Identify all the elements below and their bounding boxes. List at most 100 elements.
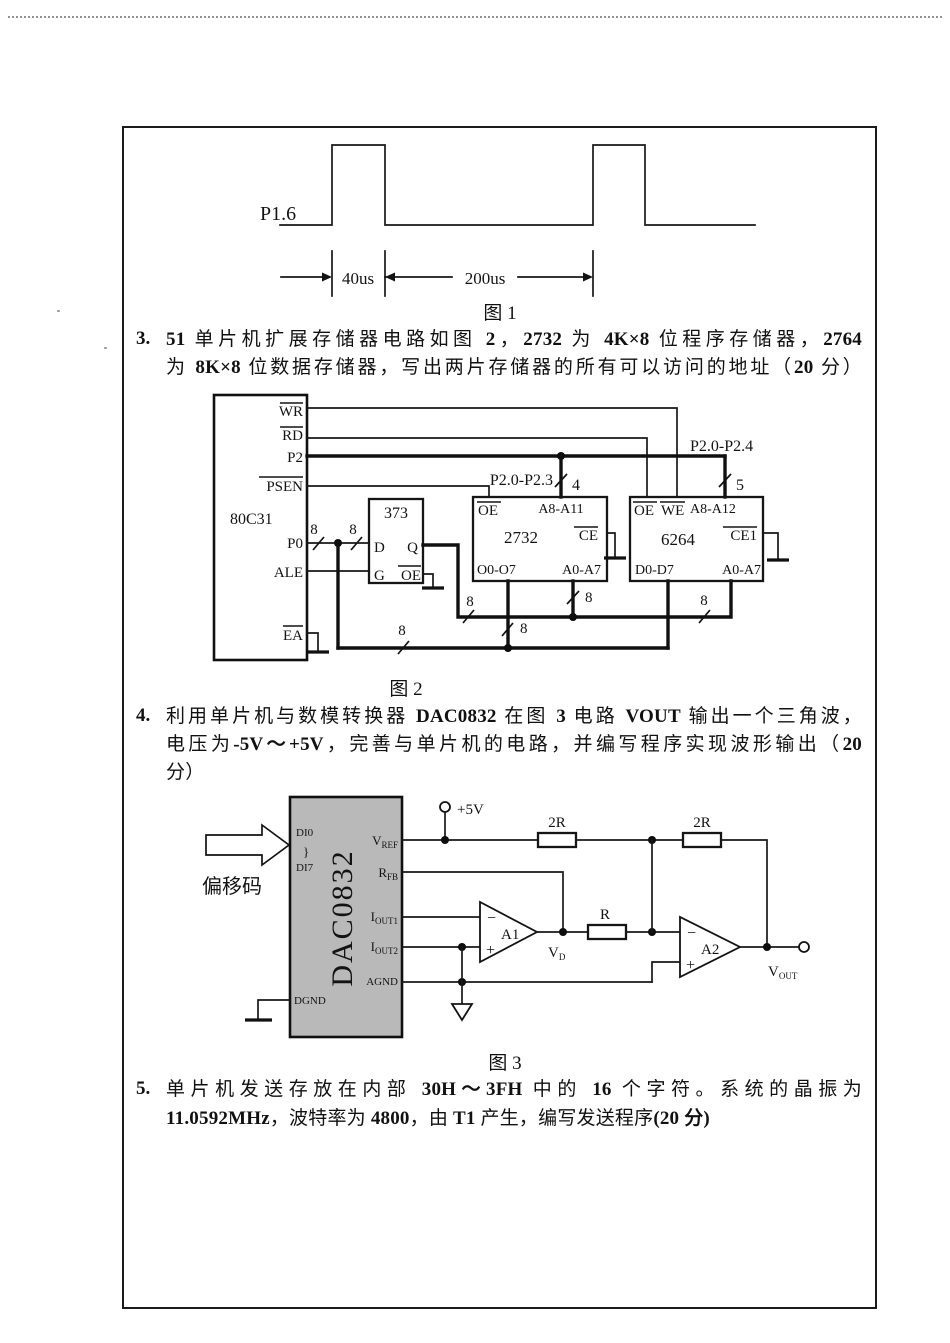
svg-text:OE: OE — [478, 503, 498, 519]
question-5-number: 5. — [136, 1078, 151, 1099]
dimension-arrows — [280, 272, 593, 282]
pulse-width-label: 40us — [342, 269, 374, 288]
svg-text:ALE: ALE — [274, 565, 303, 581]
data-input-arrow — [205, 823, 291, 867]
eprom-ce-ground — [604, 532, 626, 560]
question-4-line-3: 分） — [166, 762, 205, 783]
vref-2r-network — [401, 831, 768, 948]
waveform — [279, 144, 756, 226]
resistor-r — [586, 923, 628, 941]
latch-oe-ground — [422, 573, 444, 590]
dgnd-ground — [245, 999, 291, 1022]
latch-pin-labels: 373 D Q G OE — [374, 505, 421, 584]
svg-text:O0-O7: O0-O7 — [477, 563, 516, 578]
svg-text:RFB: RFB — [378, 865, 398, 882]
svg-text:EA: EA — [283, 628, 303, 644]
svg-text:P0: P0 — [287, 536, 303, 552]
question-3-line-1: 51 单片机扩展存储器电路如图 2，2732 为 4K×8 位程序存储器，276… — [166, 329, 862, 350]
opamp-a1: − + A1 — [401, 900, 539, 964]
latched-address-bus — [421, 543, 733, 624]
bus-width-8: 8 — [349, 522, 357, 538]
ram-ce1-ground — [762, 532, 789, 562]
svg-text:+: + — [486, 942, 495, 959]
svg-text:−: − — [487, 910, 496, 927]
agnd-rail — [401, 946, 681, 1022]
svg-text:DGND: DGND — [294, 995, 326, 1007]
bus-width-8: 8 — [520, 621, 528, 637]
svg-text:}: } — [303, 844, 309, 859]
ground-triangle — [450, 1003, 474, 1022]
opamp-a2: − + A2 — [679, 915, 810, 979]
svg-text:VREF: VREF — [372, 833, 398, 850]
vout-label: VOUT — [768, 964, 798, 981]
figure-3-dac-circuit: 偏移码 DAC0832 DI0 } DI7 VREF RFB IOUT1 IOU… — [202, 795, 810, 1039]
bus-width-8: 8 — [398, 623, 406, 639]
resistor-2r-2-label: 2R — [693, 815, 711, 831]
question-4-number: 4. — [136, 705, 151, 726]
svg-text:AGND: AGND — [366, 976, 398, 988]
mcu-80c31-box — [212, 393, 309, 662]
p2-0-4-label: P2.0-P2.4 — [690, 438, 753, 455]
plus5v-label: +5V — [457, 802, 484, 818]
resistor-2r-1 — [536, 831, 578, 849]
svg-text:A2: A2 — [701, 942, 719, 958]
signal-name-label: P1.6 — [260, 203, 296, 225]
scan-speck — [104, 347, 107, 349]
svg-text:2732: 2732 — [504, 528, 538, 547]
bus-width-8: 8 — [700, 593, 708, 609]
dimension-ticks — [331, 250, 594, 297]
svg-text:A0-A7: A0-A7 — [562, 563, 601, 578]
svg-text:6264: 6264 — [661, 530, 696, 549]
svg-text:A8-A12: A8-A12 — [690, 502, 736, 517]
ram-pin-labels: OE WE A8-A12 6264 CE1 D0-D7 A0-A7 — [633, 501, 761, 578]
svg-text:373: 373 — [384, 505, 408, 522]
svg-text:A1: A1 — [501, 927, 519, 943]
svg-text:P2: P2 — [287, 450, 303, 466]
figure-2-memory-circuit: 80C31 WR RD P2 PSEN P0 ALE EA — [212, 393, 789, 662]
svg-text:IOUT1: IOUT1 — [371, 909, 398, 926]
svg-text:WE: WE — [661, 503, 684, 519]
p2-0-3-label: P2.0-P2.3 — [490, 472, 553, 489]
svg-text:+: + — [686, 957, 695, 974]
dac0832-name: DAC0832 — [326, 849, 359, 986]
mcu-name: 80C31 — [230, 511, 273, 528]
plus5v-supply — [439, 801, 451, 841]
bus-width-8: 8 — [585, 590, 593, 606]
svg-text:D: D — [374, 540, 385, 556]
svg-text:CE: CE — [579, 528, 598, 544]
p0-bus — [306, 536, 370, 650]
latch-373-box — [367, 497, 425, 585]
svg-text:PSEN: PSEN — [266, 479, 303, 495]
rfb-wire — [401, 871, 564, 933]
dac-data-pin-labels: DI0 } DI7 — [296, 827, 314, 874]
bus-width-5: 5 — [736, 477, 744, 494]
dac0832-box — [288, 795, 404, 1039]
resistor-2r-2 — [681, 831, 723, 849]
scan-artifact-dotted-line — [8, 16, 942, 18]
question-4-line-1: 利用单片机与数模转换器 DAC0832 在图 3 电路 VOUT 输出一个三角波… — [166, 706, 862, 727]
resistor-r-label: R — [600, 907, 610, 923]
svg-text:OE: OE — [634, 503, 654, 519]
svg-text:CE1: CE1 — [730, 528, 757, 544]
question-4-line-2: 电压为-5V～+5V，完善与单片机的电路，并编写程序实现波形输出（20 — [166, 734, 862, 755]
svg-text:A8-A11: A8-A11 — [538, 502, 583, 517]
page-border — [122, 126, 877, 1309]
svg-text:Q: Q — [407, 540, 418, 556]
figure-2-caption: 图 2 — [389, 679, 423, 700]
question-5-line-1: 单片机发送存放在内部 30H～3FH 中的 16 个字符。系统的晶振为 — [166, 1079, 863, 1100]
svg-text:A0-A7: A0-A7 — [722, 563, 761, 578]
eprom-2732-box — [471, 495, 609, 583]
period-label: 200us — [465, 269, 506, 288]
bus-width-8: 8 — [466, 594, 474, 610]
mcu-pin-labels: WR RD P2 PSEN P0 ALE EA — [259, 402, 303, 644]
resistor-2r-1-label: 2R — [548, 815, 566, 831]
vd-r-network — [536, 839, 681, 941]
svg-text:DI0: DI0 — [296, 827, 314, 839]
question-3-line-2: 为 8K×8 位数据存储器，写出两片存储器的所有可以访问的地址（20 分） — [166, 357, 863, 378]
bus-width-8: 8 — [310, 522, 318, 538]
figure-1-caption: 图 1 — [483, 303, 517, 324]
svg-text:G: G — [374, 568, 385, 584]
vd-label: VD — [548, 945, 566, 962]
svg-text:RD: RD — [282, 428, 303, 444]
